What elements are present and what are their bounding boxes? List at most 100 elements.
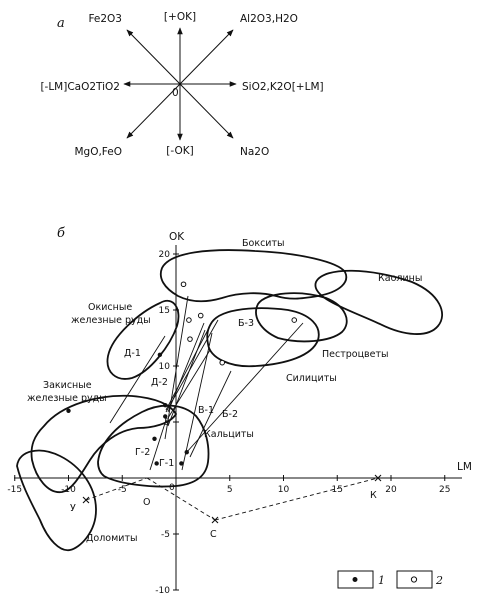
- label-variegated: Пестроцветы: [322, 349, 389, 360]
- panel-b-letter: б: [57, 226, 65, 241]
- label-plus-ok: [+OK]: [164, 11, 196, 23]
- y-tick-label: 10: [159, 362, 171, 372]
- trend-line-6: [167, 329, 206, 427]
- data-point-open: [197, 312, 204, 319]
- data-point-filled: [157, 352, 163, 357]
- arrow-down-right: [179, 83, 234, 139]
- legend-filled-marker: [352, 577, 358, 582]
- label-d2: Д-2: [151, 377, 168, 388]
- label-na2o: Na2O: [240, 146, 269, 158]
- field-dolomites: [16, 449, 97, 552]
- cross-u: [82, 496, 90, 504]
- field-silicites: [206, 307, 320, 368]
- label-g2: Г-2: [135, 447, 150, 458]
- data-point-open: [219, 359, 226, 366]
- panel-a-letter: а: [57, 16, 65, 31]
- x-tick-label: 5: [227, 485, 233, 495]
- x-tick-label: 10: [278, 485, 290, 495]
- data-point-open: [180, 281, 187, 288]
- x-tick-label: -10: [61, 485, 76, 495]
- trend-line-4: [165, 319, 214, 411]
- legend-label-2: 2: [435, 574, 443, 587]
- x-tick-label: 15: [332, 485, 343, 495]
- data-point-filled: [154, 461, 159, 466]
- label-al2o3-h2o: Al2O3,H2O: [240, 13, 298, 25]
- trend-line-3: [167, 322, 205, 413]
- x-tick-label: -15: [7, 485, 22, 495]
- label-b2: Б-2: [222, 409, 238, 420]
- y-tick-label: 15: [159, 306, 170, 316]
- y-tick-label: -5: [161, 530, 170, 540]
- field-calcites: [97, 404, 210, 488]
- label-o: О: [143, 497, 150, 508]
- label-oxide-1: Окисные: [88, 302, 132, 313]
- data-point-filled: [152, 436, 157, 441]
- field-bauxites: [159, 249, 348, 303]
- label-sio2-k2o: SiO2,K2O[+LM]: [242, 81, 324, 93]
- data-point-filled: [184, 450, 189, 455]
- x-tick-label: -5: [118, 485, 127, 495]
- data-point-open: [187, 336, 193, 342]
- trend-line-8: [185, 322, 304, 454]
- dash-o-c: [146, 477, 216, 521]
- x-tick-label: 20: [385, 485, 397, 495]
- label-g1: Г-1: [159, 458, 174, 469]
- label-cao2-tio2: [-LM]CaO2TiO2: [40, 81, 120, 93]
- legend-label-1: 1: [378, 574, 385, 587]
- trend-line-10: [149, 419, 167, 471]
- label-b3: Б-3: [238, 318, 254, 329]
- field-variegated: [255, 292, 348, 343]
- label-kaolins: Каолины: [378, 273, 422, 284]
- trend-line-1: [164, 295, 189, 440]
- label-dolomites: Доломиты: [86, 533, 138, 544]
- dash-c-k: [214, 477, 379, 521]
- panel-a: а 0 [+OK] Al2O3,H2O SiO2,K2O[+LM] Na2O […: [40, 11, 323, 158]
- cross-c: [211, 516, 219, 524]
- data-point-filled: [163, 403, 168, 408]
- x-tick-label: 25: [439, 485, 450, 495]
- origin-label: 0: [169, 483, 175, 493]
- data-point-open: [291, 317, 298, 323]
- arrow-down-left: [126, 83, 181, 139]
- cross-k: [374, 474, 382, 482]
- trend-line-7: [181, 332, 213, 471]
- label-mgo-feo: MgO,FeO: [74, 146, 122, 158]
- data-points: [66, 281, 298, 466]
- data-point-filled: [179, 461, 184, 466]
- label-oxide-2: железные руды: [71, 315, 151, 326]
- trend-line-9: [189, 370, 232, 458]
- panel-a-center: 0: [172, 87, 179, 99]
- legend-open-marker: [410, 576, 418, 583]
- label-bauxites: Бокситы: [242, 238, 285, 249]
- data-point-filled: [163, 414, 168, 419]
- trend-line-d1: [109, 335, 166, 424]
- legend-box-filled: [337, 570, 374, 589]
- x-axis-label: LM: [457, 461, 472, 473]
- legend: 1 2: [337, 570, 443, 589]
- arrow-up-right: [179, 29, 234, 85]
- label-silicites: Силициты: [286, 373, 337, 384]
- data-point-open: [186, 317, 192, 323]
- arrow-up-left: [126, 29, 181, 85]
- label-k: К: [370, 490, 377, 501]
- y-axis-label: OK: [169, 231, 185, 243]
- legend-box-open: [396, 570, 433, 589]
- label-ferrous-1: Закисные: [43, 380, 92, 391]
- dash-u-o: [85, 477, 148, 501]
- label-minus-ok: [-OK]: [166, 145, 193, 157]
- field-ferrous-ores: [30, 394, 178, 493]
- label-u: У: [70, 503, 76, 514]
- field-kaolins: [314, 269, 443, 335]
- y-tick-label: 20: [159, 250, 171, 260]
- label-c: С: [210, 529, 217, 540]
- label-calcites: Кальциты: [204, 429, 254, 440]
- field-oxide-ores: [106, 300, 180, 380]
- label-v1: В-1: [198, 405, 214, 416]
- label-fe2o3: Fe2O3: [88, 13, 122, 25]
- label-ferrous-2: железные руды: [27, 393, 107, 404]
- label-d1: Д-1: [124, 348, 141, 359]
- y-tick-label: -10: [155, 586, 170, 596]
